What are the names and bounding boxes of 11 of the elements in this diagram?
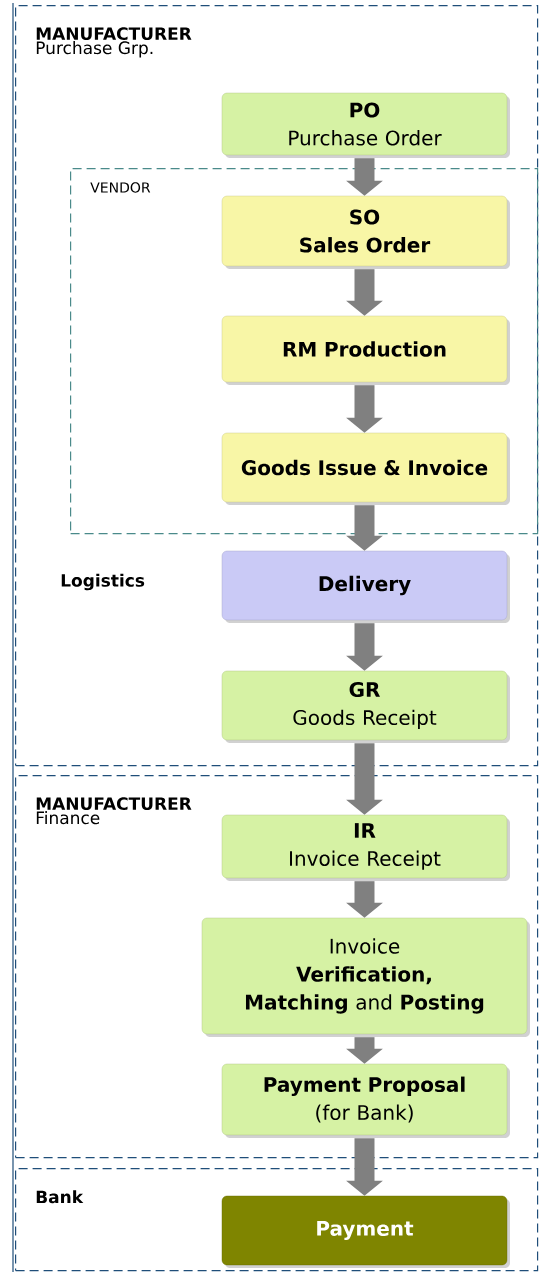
lane-label: Logistics (61, 573, 145, 591)
process-box: PO Purchase Order (221, 92, 510, 158)
process-box: GR Goods Receipt (221, 670, 510, 743)
process-box: Payment (221, 1195, 510, 1268)
process-box: RM Production (221, 315, 510, 385)
process-box: SO Sales Order (221, 195, 510, 269)
process-box: Goods Issue & Invoice (221, 432, 510, 505)
process-box: Payment Proposal (for Bank) (221, 1063, 510, 1138)
process-box: IR Invoice Receipt (221, 814, 510, 881)
process-box: Delivery (221, 550, 510, 623)
process-box: Invoice Verification, Matching and Posting (201, 917, 530, 1037)
